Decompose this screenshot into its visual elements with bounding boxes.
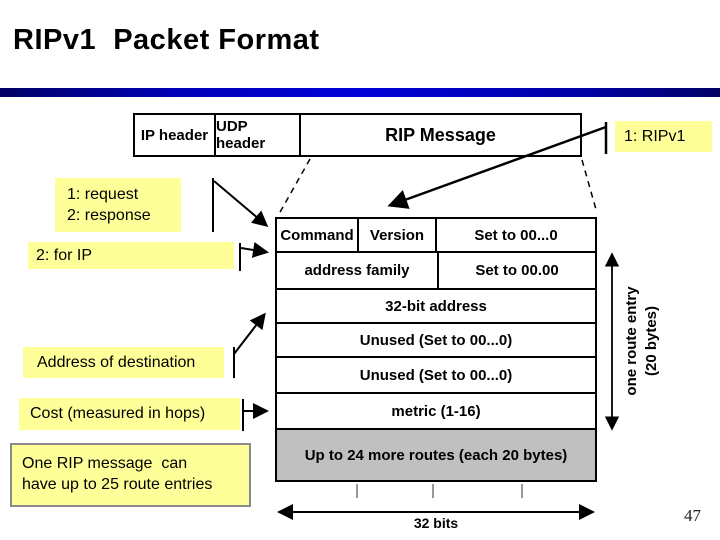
cell-version: Version [357,219,435,251]
callout-request-line: 1: request [67,186,139,203]
callout-for-ip: 2: for IP [28,242,234,269]
note-line-2: have up to 25 route entries [22,476,213,493]
encap-cell-rip-message: RIP Message [299,115,580,155]
page-title: RIPv1 Packet Format [13,24,320,56]
request-arrow [213,180,269,227]
callout-address-destination: Address of destination [23,347,224,378]
packet-row-unused-1: Unused (Set to 00...0) [277,322,595,356]
for-ip-arrow [240,242,269,258]
cell-32bit-address: 32-bit address [385,297,487,315]
encapsulation-table: IP header UDP header RIP Message [133,113,582,157]
encap-cell-udp-header: UDP header [214,115,299,155]
width-32bits-label: 32 bits [413,515,459,531]
encap-cell-ip-header: IP header [140,126,209,144]
packet-row-32bit-address: 32-bit address [277,288,595,322]
route-entry-line-1: one route entry [623,286,640,396]
route-entry-line-2: (20 bytes) [643,305,660,377]
callout-cost: Cost (measured in hops) [19,398,240,430]
callout-response-line: 2: response [67,207,151,224]
cell-set-to-0000: Set to 00.00 [437,253,595,288]
packet-row-unused-2: Unused (Set to 00...0) [277,356,595,392]
cell-more-routes: Up to 24 more routes (each 20 bytes) [304,446,568,464]
dashed-line-right [581,159,598,214]
callout-ripv1: 1: RIPv1 [615,121,712,152]
cell-unused-2: Unused (Set to 00...0) [359,366,513,384]
callout-rip-message-note: One RIP message can have up to 25 route … [10,443,251,507]
cell-metric: metric (1-16) [391,402,481,420]
note-line-1: One RIP message can [22,455,188,472]
dashed-line-left [278,158,311,215]
packet-row-command-version: Command Version Set to 00...0 [277,219,595,251]
callout-request-response: 1: request 2: response [55,178,181,232]
packet-format-table: Command Version Set to 00...0 address fa… [275,217,597,482]
cell-set-to-0: Set to 00...0 [435,219,595,251]
page-number: 47 [684,506,701,525]
cell-command: Command [280,226,354,244]
packet-row-more-routes: Up to 24 more routes (each 20 bytes) [277,428,595,480]
cell-address-family: address family [304,262,410,279]
route-entry-label: one route entry (20 bytes) [622,253,666,429]
packet-row-metric: metric (1-16) [277,392,595,428]
address-arrow [233,312,266,355]
title-accent-bar [0,88,720,97]
cell-unused-1: Unused (Set to 00...0) [359,331,513,349]
packet-row-address-family: address family Set to 00.00 [277,251,595,288]
